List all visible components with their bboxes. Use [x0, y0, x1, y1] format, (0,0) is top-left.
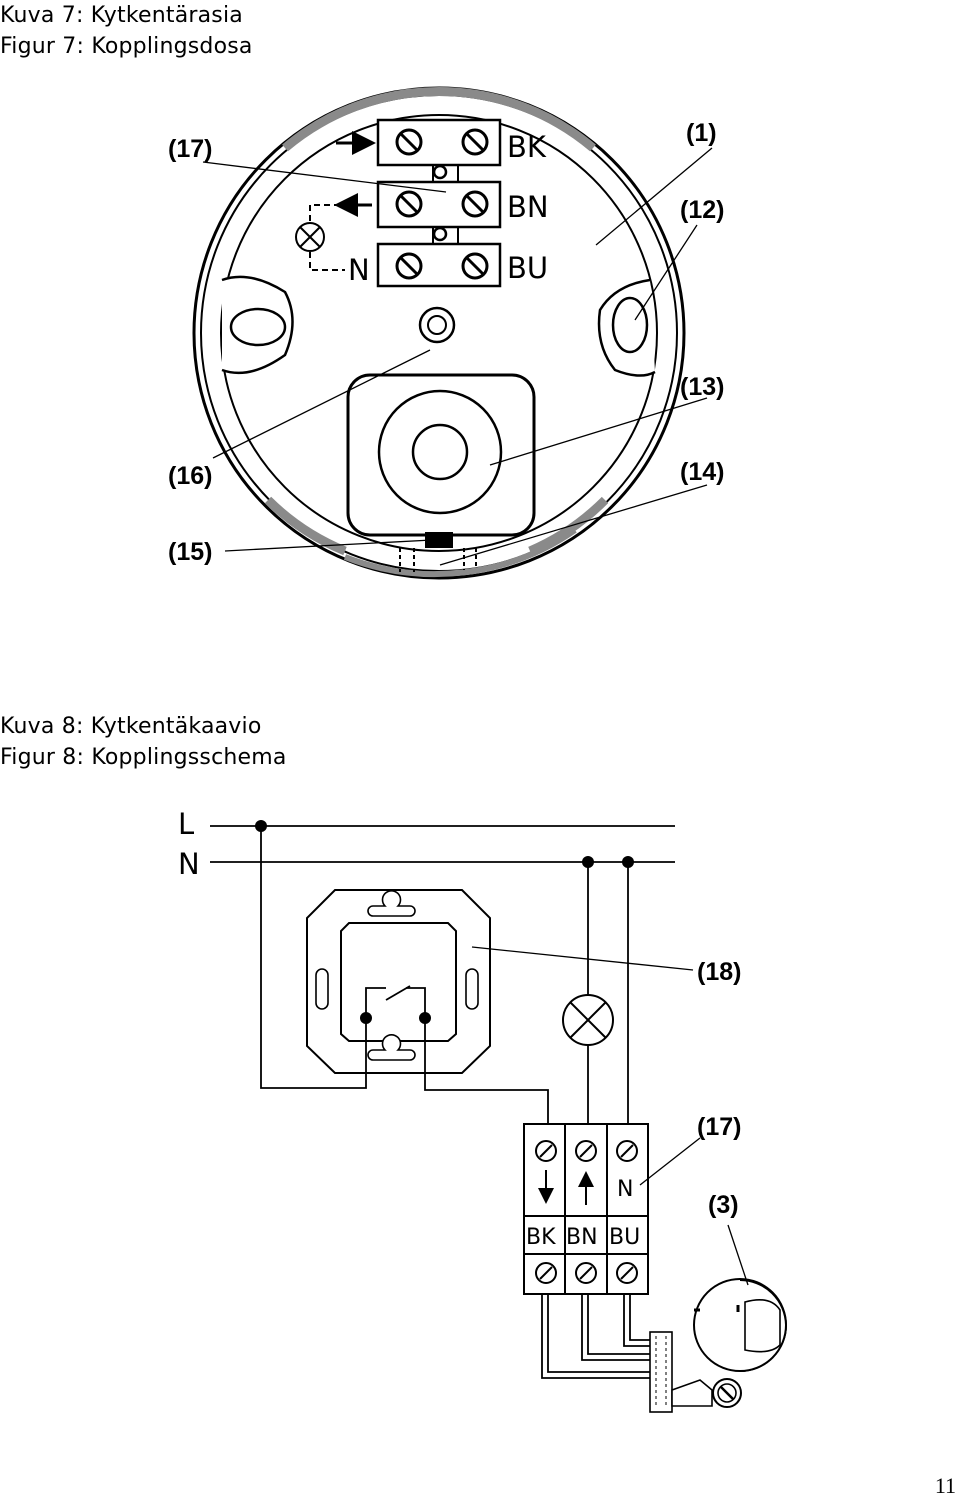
- leader-16: [212, 349, 431, 459]
- seal-top-segment: [282, 87, 596, 152]
- neutral-label: N: [348, 253, 370, 287]
- leader-17: [202, 161, 447, 193]
- leader-14: [439, 484, 708, 566]
- figure8-caption-sv: Figur 8: Kopplingsschema: [0, 745, 287, 770]
- callout-13: (13): [680, 373, 724, 401]
- callout-15: (15): [168, 538, 212, 566]
- leader-1: [595, 147, 713, 246]
- switch-insert: [306, 889, 491, 1074]
- right-mounting-hole: [611, 296, 649, 354]
- inner-plate: [220, 114, 658, 552]
- callout-17: (17): [168, 135, 212, 163]
- lamp-icon: [295, 222, 325, 252]
- figure8-caption-fi: Kuva 8: Kytkentäkaavio: [0, 714, 262, 739]
- terminal-label-bn: BN: [507, 190, 549, 224]
- leader-12: [634, 224, 698, 321]
- terminal-label-bk: BK: [526, 1225, 556, 1250]
- terminal-block: BK BN BU: [376, 118, 549, 288]
- terminal-label-bu: BU: [609, 1225, 640, 1250]
- seal-right-segment: [528, 496, 609, 556]
- left-mounting-hole: [229, 307, 287, 347]
- wiring-diagram-figure: L N: [178, 807, 788, 1413]
- seal-bottom-segment: [343, 527, 577, 578]
- figure8-caption: Kuva 8: Kytkentäkaavio Figur 8: Koppling…: [0, 711, 287, 773]
- right-mounting-lug: [597, 278, 656, 377]
- callout-12: (12): [680, 196, 724, 224]
- leader-17b: [639, 1137, 701, 1186]
- page-number: 11: [934, 1473, 956, 1498]
- callout-17b: (17): [697, 1113, 741, 1141]
- cable-entry-notch: [425, 532, 453, 548]
- figure7-caption: Kuva 7: Kytkentärasia Figur 7: Kopplings…: [0, 0, 253, 62]
- left-mounting-lug: [221, 275, 294, 375]
- junction-box-figure: BK BN BU N: [168, 86, 724, 580]
- line-label-n: N: [178, 847, 200, 881]
- callout-16: (16): [168, 462, 212, 490]
- terminal-label-bu: BU: [507, 251, 548, 285]
- terminal-label-bk: BK: [507, 130, 547, 164]
- figure7-caption-fi: Kuva 7: Kytkentärasia: [0, 3, 243, 28]
- leader-13: [489, 397, 708, 466]
- callout-3: (3): [708, 1191, 739, 1219]
- motion-sensor: [649, 1278, 788, 1413]
- figure7-caption-sv: Figur 7: Kopplingsdosa: [0, 34, 253, 59]
- line-label-l: L: [178, 807, 194, 841]
- terminal-label-n: N: [617, 1177, 633, 1202]
- seal-left-segment: [264, 496, 347, 556]
- leader-15: [224, 539, 433, 552]
- callout-18: (18): [697, 958, 741, 986]
- leader-3: [727, 1224, 749, 1286]
- leader-18: [471, 946, 694, 971]
- lamp-icon: [562, 994, 614, 1046]
- callout-14: (14): [680, 458, 724, 486]
- callout-1: (1): [686, 119, 717, 147]
- terminal-label-bn: BN: [566, 1225, 598, 1250]
- terminal-block-diagram: N BK BN BU: [523, 1123, 649, 1295]
